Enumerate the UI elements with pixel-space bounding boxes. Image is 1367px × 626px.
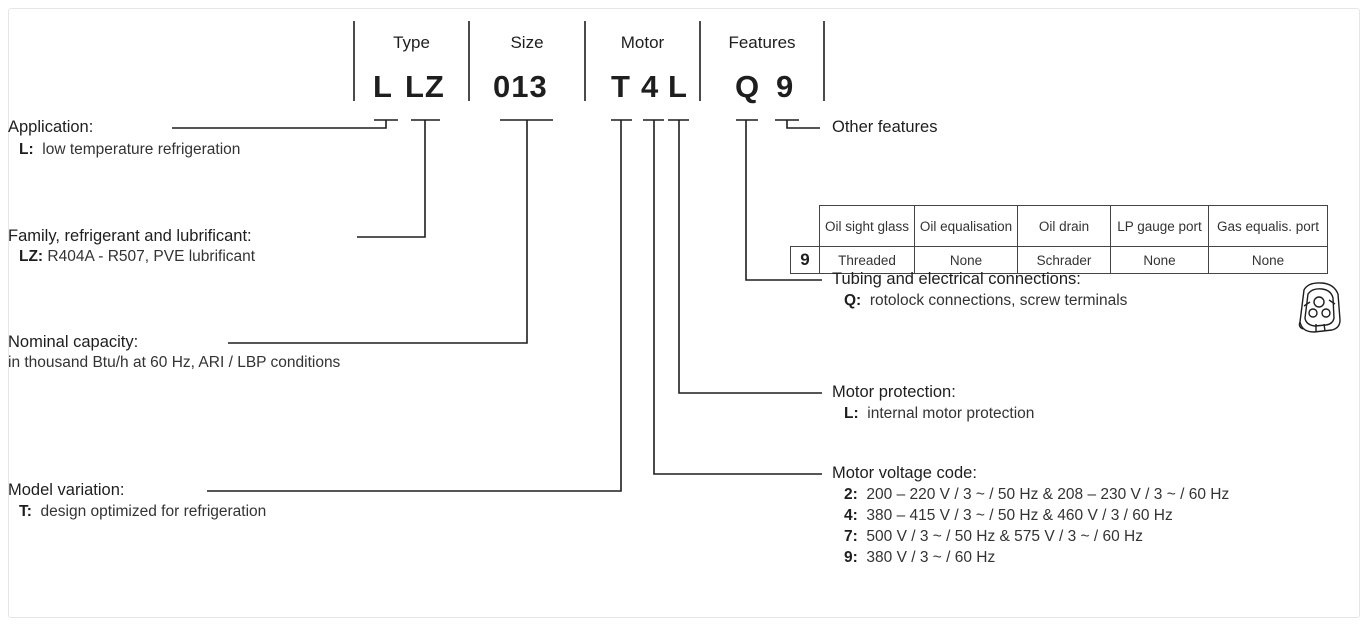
tubing-desc: Q: rotolock connections, screw terminals bbox=[844, 292, 1127, 310]
tubing-code: Q: bbox=[844, 292, 862, 309]
rotolock-connection-icon bbox=[1298, 282, 1341, 333]
code-l: L bbox=[373, 69, 393, 104]
features-row-9: 9 Threaded None Schrader None None bbox=[790, 246, 1328, 274]
voltage-item: 7: 500 V / 3 ~ / 50 Hz & 575 V / 3 ~ / 6… bbox=[844, 528, 1143, 546]
protection-text: internal motor protection bbox=[867, 405, 1035, 422]
features-cell: Schrader bbox=[1017, 246, 1111, 274]
code-protection: L bbox=[668, 69, 688, 104]
voltage-text: 380 V / 3 ~ / 60 Hz bbox=[866, 549, 996, 566]
code-lz: LZ bbox=[405, 69, 445, 104]
voltage-code: 9: bbox=[844, 549, 858, 566]
application-title: Application: bbox=[8, 118, 94, 136]
features-cell: None bbox=[1208, 246, 1328, 274]
features-col-header: Oil sight glass bbox=[819, 205, 915, 247]
variation-text: design optimized for refrigeration bbox=[40, 503, 267, 520]
features-col-header: Oil drain bbox=[1017, 205, 1111, 247]
tubing-title: Tubing and electrical connections: bbox=[832, 270, 1081, 288]
diagram-frame bbox=[8, 8, 1360, 618]
capacity-text: in thousand Btu/h at 60 Hz, ARI / LBP co… bbox=[8, 354, 341, 371]
voltage-title: Motor voltage code: bbox=[832, 464, 977, 482]
features-table: Oil sight glass Oil equalisation Oil dra… bbox=[790, 205, 1328, 274]
features-cell: None bbox=[1110, 246, 1209, 274]
voltage-text: 380 – 415 V / 3 ~ / 50 Hz & 460 V / 3 / … bbox=[866, 507, 1173, 524]
voltage-code: 7: bbox=[844, 528, 858, 545]
code-t: T bbox=[611, 69, 631, 104]
voltage-code: 4: bbox=[844, 507, 858, 524]
application-code: L: bbox=[19, 141, 34, 158]
protection-title: Motor protection: bbox=[832, 383, 956, 401]
features-header-row: Oil sight glass Oil equalisation Oil dra… bbox=[791, 205, 1328, 247]
header-motor: Motor bbox=[620, 33, 665, 52]
voltage-item: 4: 380 – 415 V / 3 ~ / 50 Hz & 460 V / 3… bbox=[844, 507, 1173, 525]
protection-code: L: bbox=[844, 405, 859, 422]
header-size: Size bbox=[510, 33, 544, 52]
voltage-code: 2: bbox=[844, 486, 858, 503]
application-text: low temperature refrigeration bbox=[42, 141, 241, 158]
family-title: Family, refrigerant and lubrificant: bbox=[8, 227, 252, 245]
variation-title: Model variation: bbox=[8, 481, 125, 499]
header-type: Type bbox=[393, 33, 430, 52]
header-features: Features bbox=[728, 33, 796, 52]
features-corner bbox=[791, 206, 820, 247]
capacity-title: Nominal capacity: bbox=[8, 333, 139, 351]
features-col-header: Oil equalisation bbox=[914, 205, 1018, 247]
other-features-title: Other features bbox=[832, 118, 938, 136]
code-q: Q bbox=[735, 69, 761, 104]
features-row-code: 9 bbox=[790, 246, 820, 274]
voltage-item: 9: 380 V / 3 ~ / 60 Hz bbox=[844, 549, 995, 567]
features-cell: None bbox=[914, 246, 1018, 274]
variation-desc: T: design optimized for refrigeration bbox=[19, 503, 266, 521]
tubing-text: rotolock connections, screw terminals bbox=[869, 292, 1128, 309]
voltage-text: 500 V / 3 ~ / 50 Hz & 575 V / 3 ~ / 60 H… bbox=[866, 528, 1143, 545]
protection-desc: L: internal motor protection bbox=[844, 405, 1034, 423]
code-voltage: 4 bbox=[641, 69, 660, 104]
variation-code: T: bbox=[19, 503, 32, 520]
family-desc: LZ: R404A - R507, PVE lubrificant bbox=[19, 248, 255, 266]
family-text: R404A - R507, PVE lubrificant bbox=[47, 248, 256, 265]
code-9: 9 bbox=[776, 69, 795, 104]
features-cell: Threaded bbox=[819, 246, 915, 274]
voltage-text: 200 – 220 V / 3 ~ / 50 Hz & 208 – 230 V … bbox=[866, 486, 1230, 503]
voltage-item: 2: 200 – 220 V / 3 ~ / 50 Hz & 208 – 230… bbox=[844, 486, 1229, 504]
features-col-header: Gas equalis. port bbox=[1208, 205, 1328, 247]
code-size: 013 bbox=[493, 69, 548, 104]
features-col-header: LP gauge port bbox=[1110, 205, 1209, 247]
family-code: LZ: bbox=[19, 248, 44, 265]
application-desc: L: low temperature refrigeration bbox=[19, 141, 240, 159]
